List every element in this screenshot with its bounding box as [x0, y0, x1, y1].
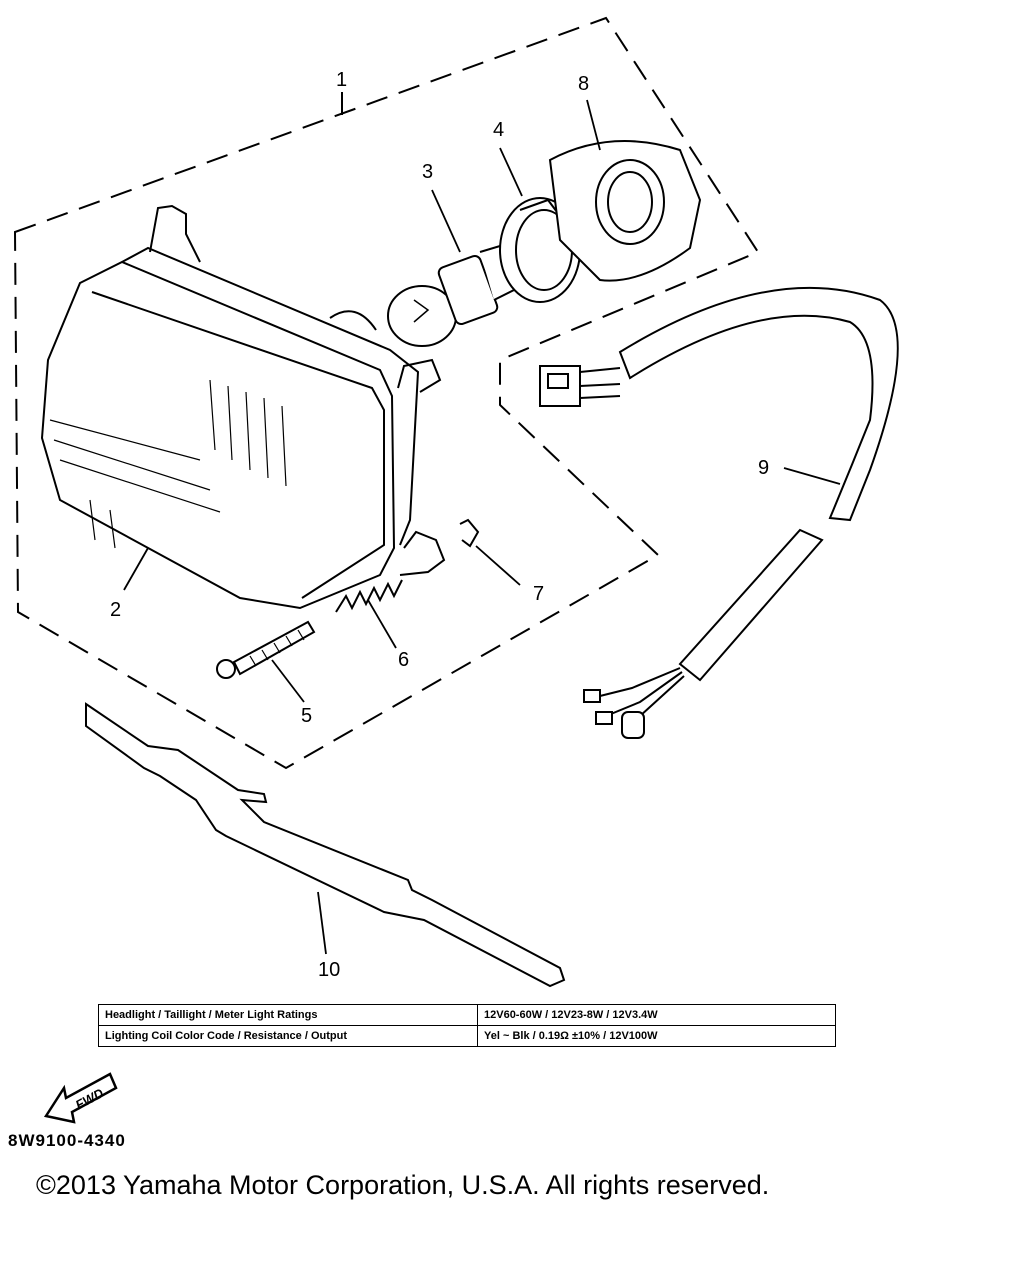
wire-harness: [539, 286, 899, 739]
bulb-cover: [548, 140, 702, 282]
headlight-exploded-diagram: [13, 16, 899, 988]
spec-label-light-ratings: Headlight / Taillight / Meter Light Rati…: [98, 1004, 478, 1026]
adjusting-screw: [216, 620, 316, 679]
spec-label-lighting-coil: Lighting Coil Color Code / Resistance / …: [98, 1025, 478, 1047]
callout-7: 7: [533, 583, 545, 605]
callout-2: 2: [110, 599, 122, 621]
spec-value-lighting-coil: Yel ~ Blk / 0.19Ω ±10% / 12V100W: [477, 1025, 836, 1047]
callout-3: 3: [422, 161, 434, 183]
spring: [335, 579, 403, 613]
part-code: 8W9100-4340: [8, 1131, 126, 1150]
spec-table: Headlight / Taillight / Meter Light Rati…: [98, 1004, 836, 1047]
callout-6: 6: [398, 649, 410, 671]
callout-8: 8: [578, 73, 590, 95]
clip: [459, 518, 480, 548]
assembly-boundary: [13, 16, 760, 770]
headlight-housing: [40, 204, 446, 610]
leader-lines: [123, 99, 841, 955]
mounting-bracket: [85, 702, 566, 988]
table-row: Headlight / Taillight / Meter Light Rati…: [98, 1004, 836, 1026]
fwd-arrow-icon: FWD: [44, 1072, 118, 1124]
callout-1: 1: [336, 69, 348, 91]
callout-10: 10: [318, 959, 341, 981]
callout-4: 4: [493, 119, 505, 141]
table-row: Lighting Coil Color Code / Resistance / …: [98, 1025, 836, 1047]
callout-9: 9: [758, 457, 770, 479]
copyright-notice: ©2013 Yamaha Motor Corporation, U.S.A. A…: [36, 1170, 770, 1200]
spec-value-light-ratings: 12V60-60W / 12V23-8W / 12V3.4W: [477, 1004, 836, 1026]
callout-5: 5: [301, 705, 313, 727]
